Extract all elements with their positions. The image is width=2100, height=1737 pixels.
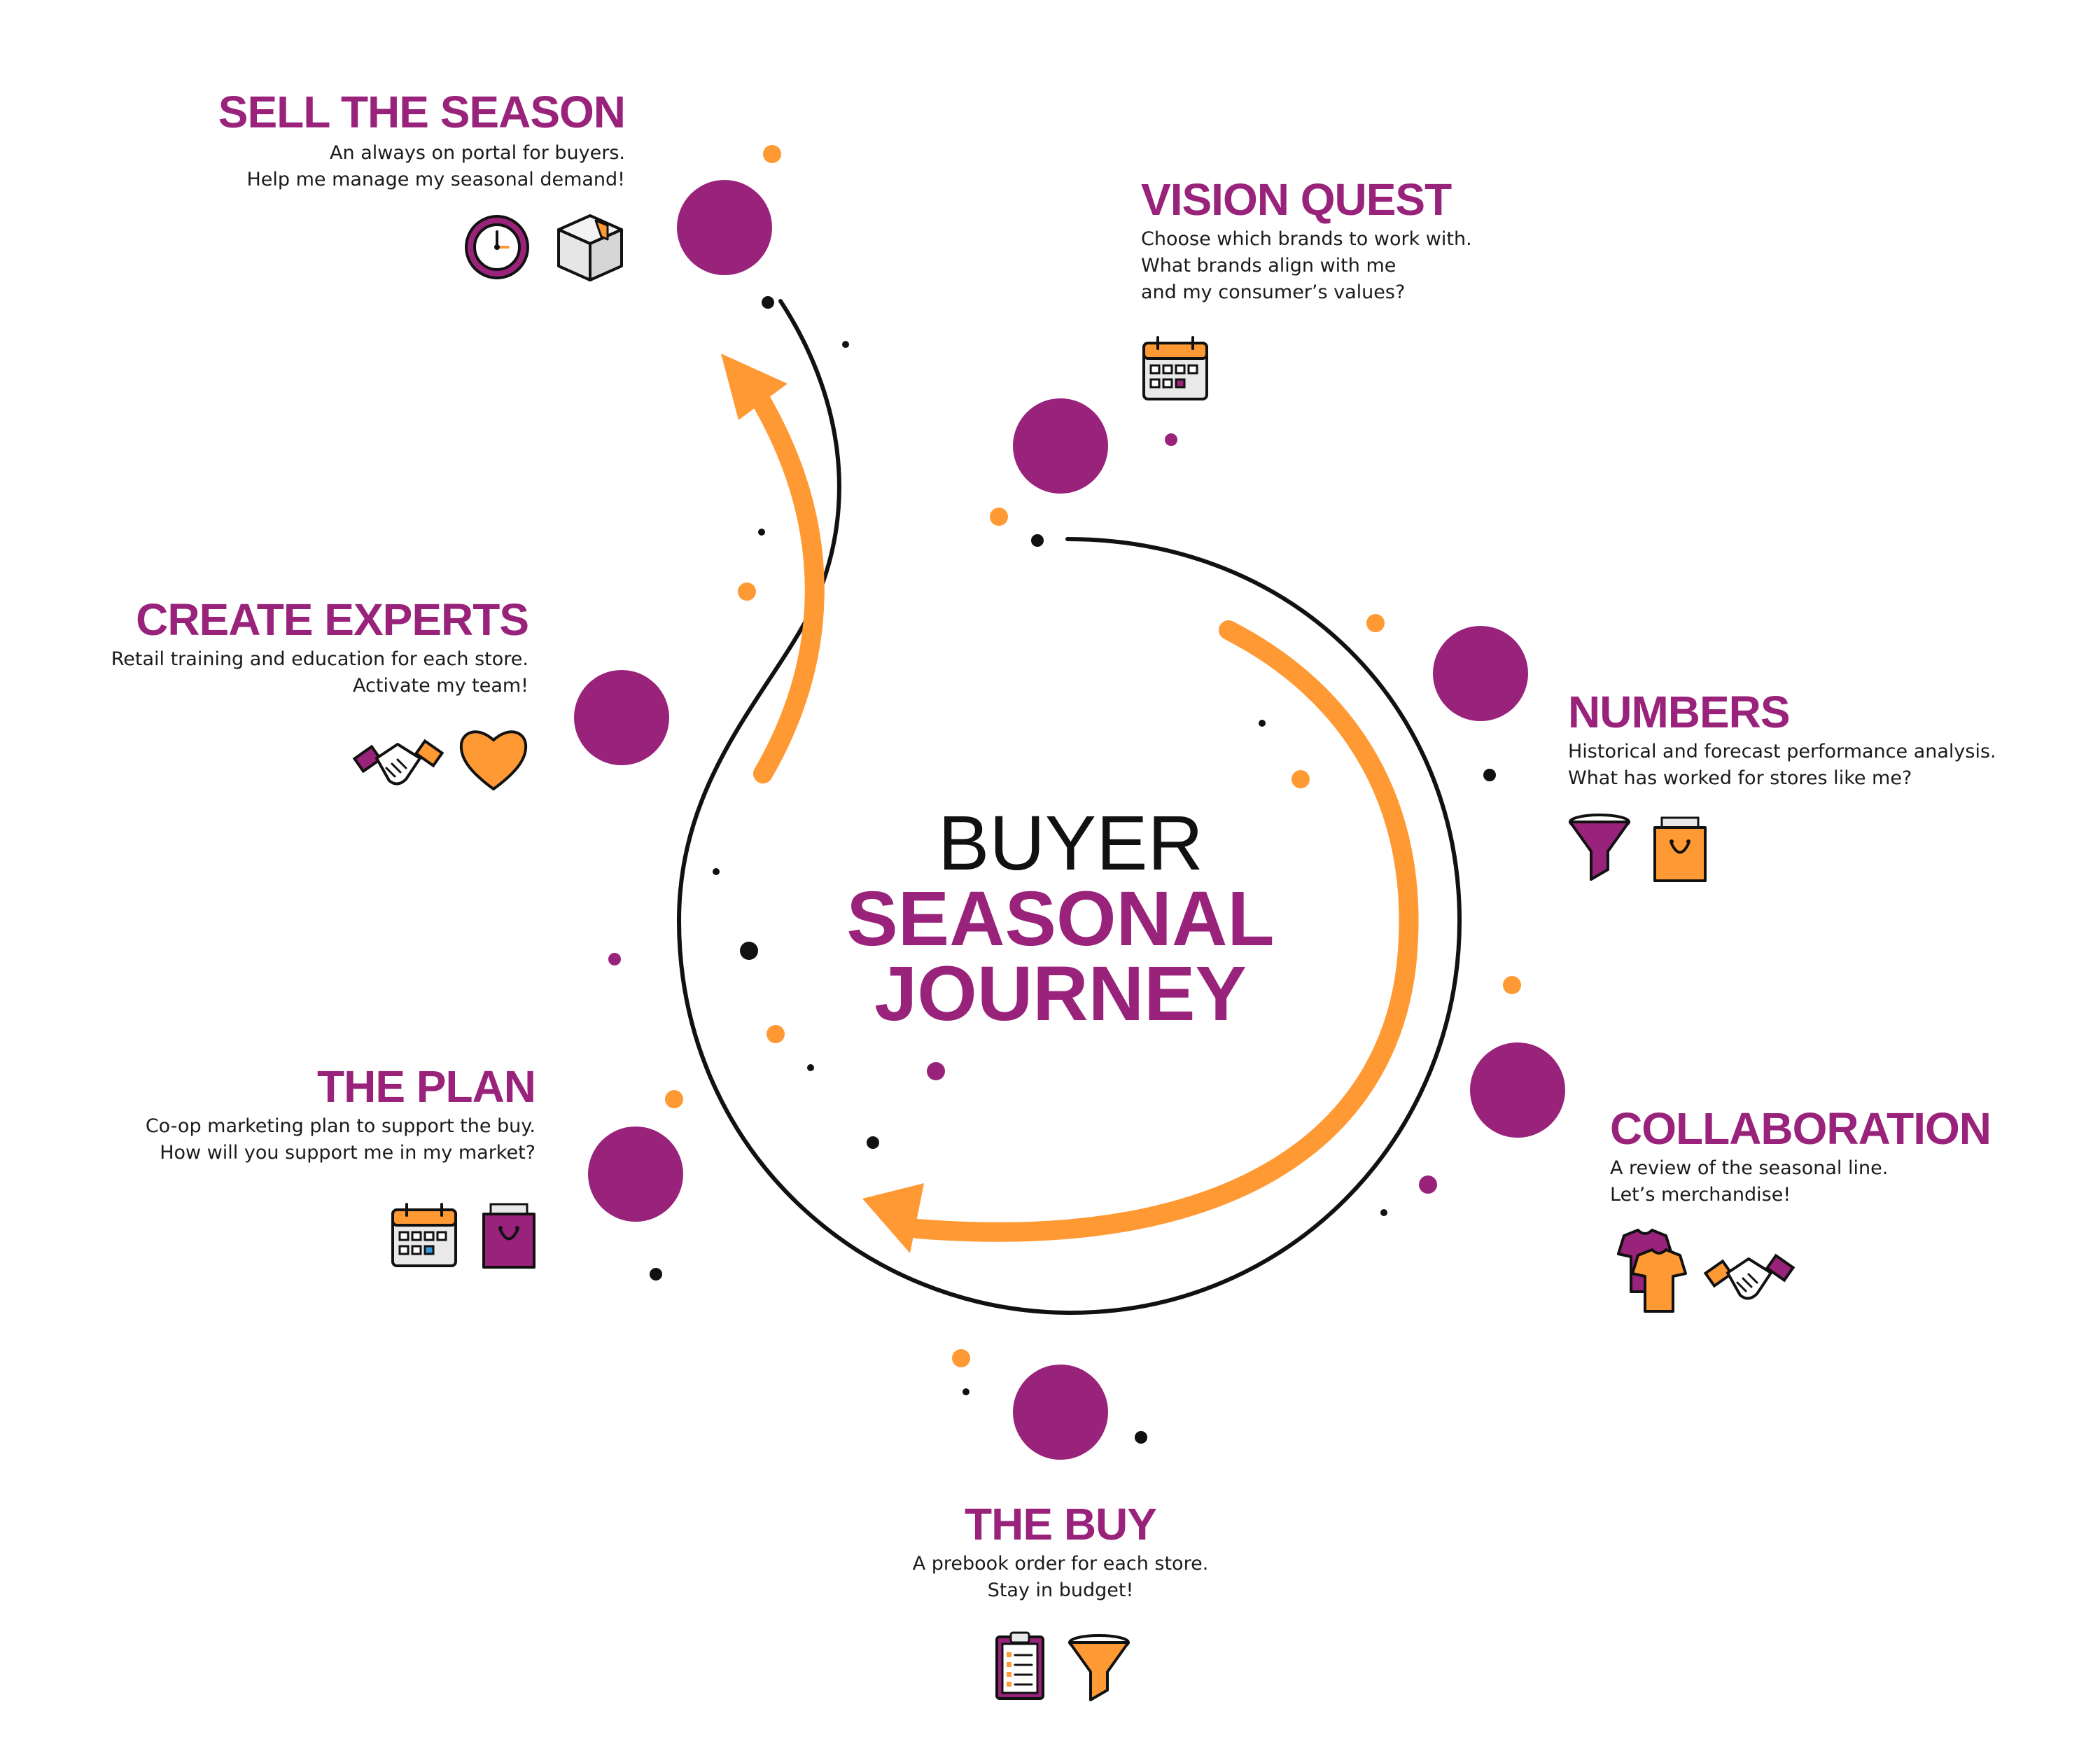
stage-circle-collaboration <box>1470 1042 1565 1138</box>
stage-desc-the-plan: Co-op marketing plan to support the buy.… <box>146 1113 536 1166</box>
clock-icon <box>465 215 529 279</box>
stage-circle-create-experts <box>574 670 669 765</box>
stage-circle-numbers <box>1433 626 1528 721</box>
stage-desc-line: A review of the seasonal line. <box>1610 1157 1889 1179</box>
orange-arrow-left <box>746 382 825 783</box>
center-title-buyer: BUYER <box>938 800 1203 886</box>
stage-circle-vision-quest <box>1013 398 1108 494</box>
orange-arrowhead-right <box>862 1183 924 1253</box>
stage-circle-the-plan <box>588 1126 683 1222</box>
stage-desc-line: Choose which brands to work with. <box>1141 228 1472 250</box>
stage-desc-line: An always on portal for buyers. <box>330 142 625 164</box>
shopping-bag-icon <box>1653 816 1707 882</box>
funnel-icon <box>1569 814 1630 881</box>
stage-title-vision-quest: VISION QUEST <box>1141 174 1452 225</box>
heart-icon <box>459 730 528 790</box>
stage-desc-line: Let’s merchandise! <box>1610 1184 1791 1206</box>
orange-dots <box>665 145 1521 1367</box>
purple-dots <box>608 433 1437 1194</box>
stage-title-the-buy: THE BUY <box>965 1499 1157 1549</box>
stage-desc-the-buy: A prebook order for each store. Stay in … <box>875 1551 1246 1604</box>
stage-desc-line: Activate my team! <box>353 675 528 697</box>
stage-desc-numbers: Historical and forecast performance anal… <box>1568 739 1996 792</box>
stage-title-collaboration: COLLABORATION <box>1610 1103 1991 1154</box>
stage-desc-line: What has worked for stores like me? <box>1568 767 1912 789</box>
calendar-icon <box>1142 336 1208 400</box>
stage-title-numbers: NUMBERS <box>1568 687 1791 737</box>
calendar-icon <box>391 1203 457 1267</box>
stage-desc-line: What brands align with me <box>1141 255 1396 277</box>
stage-title-the-plan: THE PLAN <box>317 1061 536 1112</box>
stage-desc-line: Retail training and education for each s… <box>111 648 528 670</box>
stage-desc-collaboration: A review of the seasonal line. Let’s mer… <box>1610 1155 1888 1208</box>
stage-desc-line: and my consumer’s values? <box>1141 281 1406 303</box>
box-icon <box>557 214 623 281</box>
stage-desc-vision-quest: Choose which brands to work with. What b… <box>1141 226 1472 306</box>
stage-circle-the-buy <box>1013 1365 1108 1460</box>
black-dots <box>650 296 1496 1444</box>
stage-desc-create-experts: Retail training and education for each s… <box>111 646 528 699</box>
stage-title-sell-the-season: SELL THE SEASON <box>218 87 626 137</box>
orange-arrowhead-left <box>721 354 788 420</box>
handshake-icon <box>1703 1253 1795 1300</box>
stage-desc-line: Stay in budget! <box>987 1579 1134 1601</box>
stage-desc-line: Help me manage my seasonal demand! <box>246 169 625 190</box>
shopping-bag-icon <box>482 1203 536 1269</box>
stage-circle-sell-the-season <box>677 180 772 275</box>
stage-title-create-experts: CREATE EXPERTS <box>136 594 529 645</box>
stage-desc-line: Historical and forecast performance anal… <box>1568 741 1996 762</box>
stage-desc-line: A prebook order for each store. <box>912 1553 1209 1575</box>
center-title-journey: JOURNEY <box>874 951 1247 1037</box>
stage-desc-line: Co-op marketing plan to support the buy. <box>145 1115 536 1137</box>
handshake-icon <box>352 739 444 786</box>
center-title-seasonal: SEASONAL <box>846 876 1275 962</box>
orange-arrow-right <box>907 620 1419 1242</box>
stage-desc-sell-the-season: An always on portal for buyers. Help me … <box>246 140 625 193</box>
clipboard-icon <box>995 1631 1044 1700</box>
funnel-icon <box>1068 1634 1130 1701</box>
tshirts-icon <box>1617 1229 1687 1313</box>
stage-desc-line: How will you support me in my market? <box>160 1142 536 1164</box>
